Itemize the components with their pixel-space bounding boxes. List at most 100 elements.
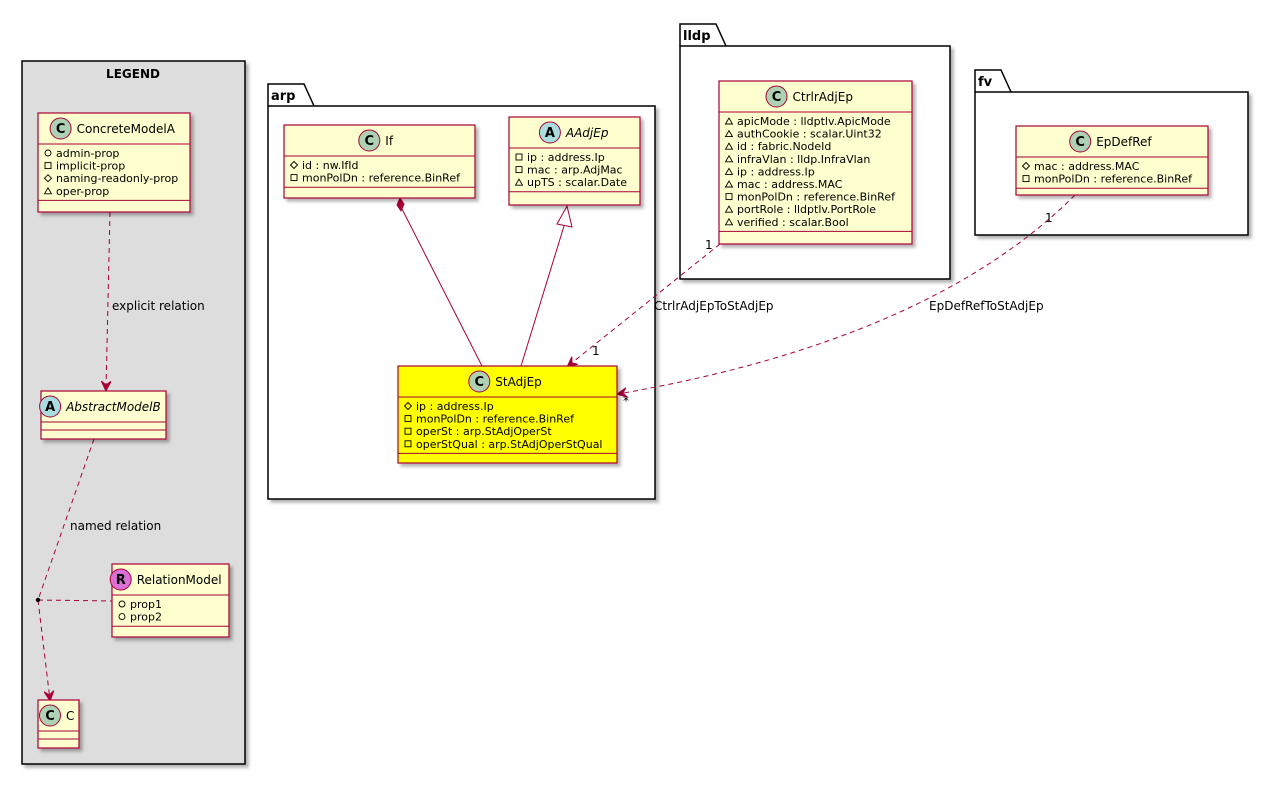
visibility-protected-icon [43, 174, 53, 183]
visibility-public-icon [44, 149, 52, 157]
label-epdef-relation: EpDefRefToStAdjEp [929, 299, 1044, 313]
visibility-package-icon [724, 154, 734, 163]
class-attribute: operStQual : arp.StAdjOperStQual [416, 438, 602, 451]
visibility-protected-icon [403, 401, 413, 411]
stereotype-letter: C [772, 90, 782, 105]
stereotype-letter: C [1075, 135, 1085, 150]
inheritance-triangle [556, 204, 573, 228]
label-ctrlr-relation: CtrlrAdjEpToStAdjEp [654, 299, 774, 313]
legend-title: LEGEND [106, 67, 160, 81]
visibility-private-icon [725, 193, 733, 201]
visibility-private-icon [515, 153, 523, 161]
visibility-public-icon [118, 600, 126, 608]
class-attribute: admin-prop [56, 147, 119, 160]
class-attribute: prop2 [130, 611, 162, 624]
class-attribute: monPolDn : reference.BinRef [302, 172, 461, 185]
class-attribute: mac : arp.AdjMac [527, 164, 623, 177]
visibility-package-icon [43, 186, 53, 195]
visibility-package-icon [724, 117, 734, 125]
stereotype-letter: A [545, 126, 555, 141]
class-attribute: apicMode : lldptlv.ApicMode [737, 115, 891, 128]
visibility-protected-icon [289, 160, 299, 170]
class-attribute: infraVlan : lldp.InfraVlan [737, 153, 870, 166]
edge-named-relation-a [37, 438, 95, 601]
class-attribute: id : fabric.NodeId [737, 140, 831, 153]
class-name: RelationModel [137, 573, 222, 587]
visibility-private-icon [404, 440, 412, 448]
edge-named-relation-b [37, 599, 50, 700]
visibility-public-icon [118, 613, 126, 621]
stereotype-r-icon [109, 568, 132, 591]
class-attribute: upTS : scalar.Date [527, 176, 627, 189]
package-lldp-label: lldp [683, 29, 711, 44]
class-name: ConcreteModelA [77, 122, 176, 136]
package-fv-label: fv [978, 75, 993, 90]
class-attribute: implicit-prop [56, 160, 125, 173]
class-attribute: mac : address.MAC [737, 178, 843, 191]
class-attribute: monPolDn : reference.BinRef [1034, 173, 1193, 186]
visibility-package-icon [724, 129, 734, 138]
class-attribute: id : nw.IfId [302, 159, 359, 172]
edge-relation-model-link [37, 599, 113, 602]
visibility-package-icon [724, 142, 734, 150]
relation-junction-dot [35, 597, 41, 603]
visibility-private-icon [44, 162, 52, 170]
class-attribute: ip : address.Ip [527, 151, 605, 164]
label-explicit-relation: explicit relation [112, 299, 205, 313]
visibility-private-icon [290, 174, 298, 182]
class-name: CtrlrAdjEp [793, 90, 853, 104]
class-attribute: operSt : arp.StAdjOperSt [416, 425, 552, 438]
package-arp-label: arp [271, 89, 296, 104]
class-attribute: verified : scalar.Bool [737, 216, 849, 229]
visibility-protected-icon [1021, 161, 1031, 171]
edge-explicit-relation [106, 211, 110, 390]
edge-ctrlr-to-stadjep [568, 243, 721, 366]
class-attribute: portRole : lldptlv.PortRole [737, 203, 876, 216]
stereotype-letter: C [45, 709, 55, 724]
class-attribute: oper-prop [56, 185, 109, 198]
stereotype-c-icon [1069, 130, 1092, 153]
mult-ctrlr-from: 1 [705, 238, 713, 252]
class-name: If [385, 134, 394, 148]
visibility-package-icon [514, 178, 524, 186]
relation-edges: explicit relation named relation CtrlrAd… [35, 194, 1076, 700]
stereotype-letter: R [116, 573, 126, 588]
edge-inheritance-stadjep-aadjep [520, 225, 565, 367]
stereotype-letter: C [475, 375, 485, 390]
visibility-package-icon [724, 217, 734, 226]
mult-epdef-to: * [623, 394, 629, 408]
visibility-package-icon [724, 167, 734, 175]
visibility-private-icon [515, 166, 523, 174]
class-name: EpDefRef [1096, 135, 1152, 149]
class-attribute: monPolDn : reference.BinRef [416, 413, 575, 426]
class-concrete-model-a[interactable]: C ConcreteModelA admin-propimplicit-propna… [37, 112, 191, 213]
class-attribute: naming-readonly-prop [56, 172, 178, 185]
class-name: StAdjEp [495, 375, 541, 389]
class-name: C [66, 709, 74, 723]
mult-ctrlr-to: 1 [592, 344, 600, 358]
visibility-private-icon [1022, 175, 1030, 183]
class-attribute: monPolDn : reference.BinRef [737, 191, 896, 204]
class-attribute: ip : address.Ip [737, 165, 815, 178]
visibility-private-icon [404, 415, 412, 423]
edge-epdef-to-stadjep [618, 194, 1076, 394]
edge-composition-if-stadjep [399, 204, 483, 367]
stereotype-letter: C [56, 122, 66, 137]
stereotype-c-icon [468, 370, 491, 393]
stereotype-c-icon [39, 704, 61, 727]
mult-epdef-from: 1 [1045, 211, 1053, 225]
stereotype-c-icon [765, 85, 788, 108]
visibility-package-icon [724, 205, 734, 213]
label-named-relation: named relation [70, 519, 161, 533]
visibility-package-icon [724, 180, 734, 188]
